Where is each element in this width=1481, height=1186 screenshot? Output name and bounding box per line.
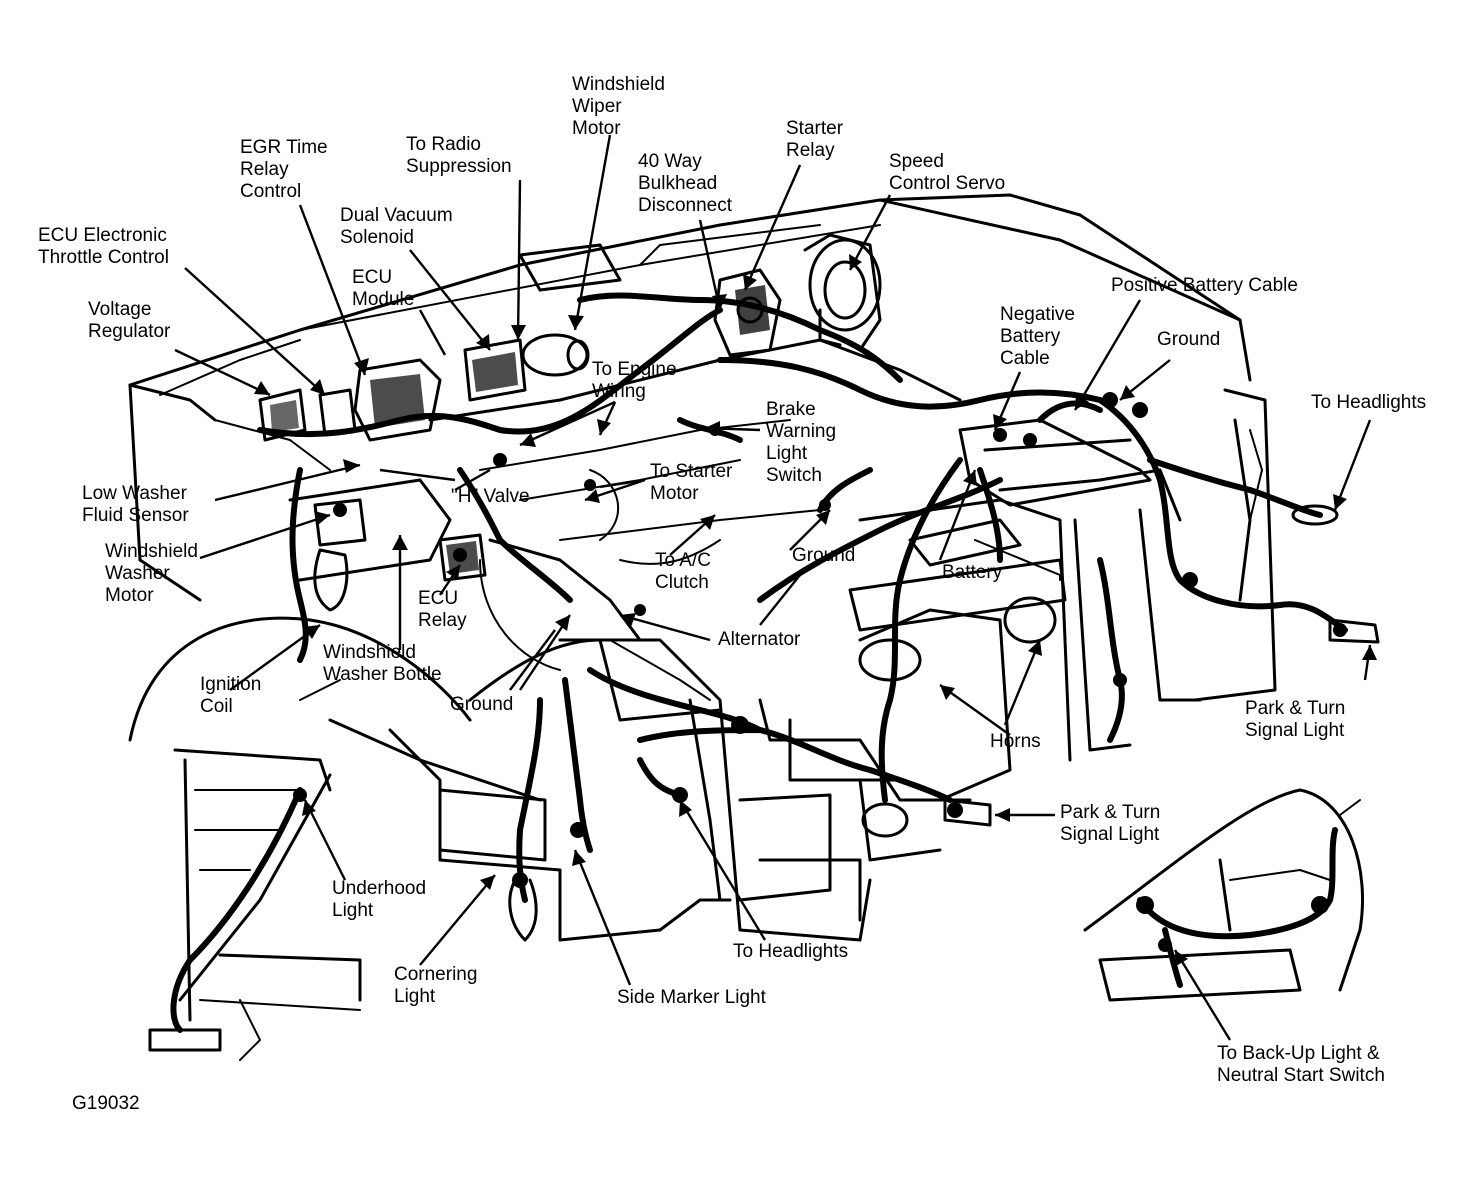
label-park-turn-signal-center: Park & Turn Signal Light (1060, 802, 1161, 845)
label-low-washer-fluid-sensor: Low Washer Fluid Sensor (82, 483, 189, 526)
label-h-valve: "H" Valve (451, 486, 530, 507)
label-positive-battery-cable: Positive Battery Cable (1111, 275, 1298, 296)
label-egr-time-relay-control: EGR Time Relay Control (240, 137, 328, 202)
arrowheads (254, 254, 1377, 966)
label-to-radio-suppression: To Radio Suppression (406, 134, 512, 177)
label-underhood-light: Underhood Light (332, 878, 427, 921)
label-windshield-washer-motor: Windshield Washer Motor (105, 541, 198, 606)
label-ground-low: Ground (450, 694, 514, 715)
label-to-ac-clutch: To A/C Clutch (655, 550, 711, 593)
label-ecu-module: ECU Module (352, 267, 415, 310)
label-to-headlights-right: To Headlights (1311, 392, 1427, 413)
label-park-turn-signal-right: Park & Turn Signal Light (1245, 698, 1346, 741)
label-starter-relay: Starter Relay (786, 118, 844, 161)
label-horns: Horns (990, 731, 1041, 752)
label-dual-vacuum-solenoid: Dual Vacuum Solenoid (340, 205, 453, 248)
label-ignition-coil: Ignition Coil (200, 674, 262, 717)
label-side-marker-light: Side Marker Light (617, 987, 766, 1008)
connectors (333, 392, 1347, 888)
label-to-headlights-bottom: To Headlights (733, 941, 849, 962)
label-to-engine-wiring: To Engine Wiring (592, 359, 677, 402)
label-to-backup-light-neutral-start: To Back-Up Light & Neutral Start Switch (1217, 1043, 1385, 1086)
label-windshield-wiper-motor: Windshield Wiper Motor (572, 74, 665, 139)
leader-lines (174, 134, 1372, 1041)
label-brake-warning-light-switch: Brake Warning Light Switch (766, 399, 837, 486)
figure-id: G19032 (72, 1093, 140, 1114)
wiring-harness (257, 292, 1348, 903)
label-speed-control-servo: Speed Control Servo (889, 151, 1006, 194)
label-cornering-light: Cornering Light (394, 964, 478, 1007)
underhood-inset (148, 748, 362, 1061)
label-negative-battery-cable: Negative Battery Cable (1000, 304, 1075, 369)
label-voltage-regulator: Voltage Regulator (88, 299, 171, 342)
body-outline (128, 134, 1380, 1061)
label-alternator: Alternator (718, 629, 801, 650)
label-ground-mid: Ground (792, 545, 856, 566)
label-ground-top: Ground (1157, 329, 1221, 350)
label-windshield-washer-bottle: Windshield Washer Bottle (323, 642, 442, 685)
label-to-starter-motor: To Starter Motor (650, 461, 733, 504)
label-battery: Battery (942, 562, 1003, 583)
label-40-way-bulkhead-disconnect: 40 Way Bulkhead Disconnect (638, 151, 732, 216)
label-ecu-electronic-throttle-control: ECU Electronic Throttle Control (38, 225, 169, 268)
backup-inset (1083, 788, 1364, 1002)
label-ecu-relay: ECU Relay (418, 588, 467, 631)
